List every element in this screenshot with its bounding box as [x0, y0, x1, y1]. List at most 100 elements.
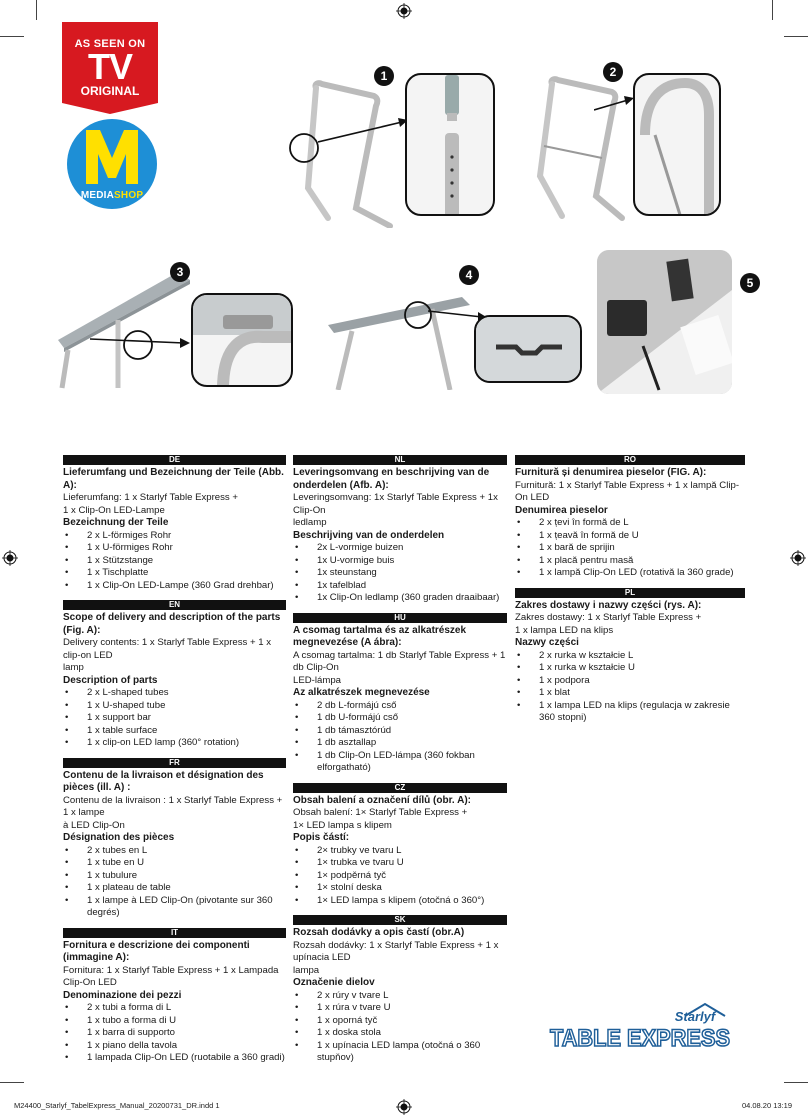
section-pl-code: PL [515, 587, 745, 598]
footer-file-name: M24400_Starlyf_TabelExpress_Manual_20200… [14, 1101, 220, 1110]
section-it-parts-title: Denominazione dei pezzi [63, 989, 182, 1001]
section-pl-delivery-1: Zakres dostawy: 1 x Starlyf Table Expres… [515, 612, 702, 623]
list-item: 1 x U-förmiges Rohr [63, 542, 286, 555]
section-it: IT Fornitura e descrizione dei component… [63, 927, 286, 1065]
list-item: 1 x plateau de table [63, 882, 286, 895]
mediashop-wordmark: MEDIASHOP [62, 190, 162, 201]
section-cz-delivery-1: Obsah balení: 1× Starlyf Table Express + [293, 807, 468, 818]
section-fr-parts-list: 2 x tubes en L 1 x tube en U 1 x tubulur… [63, 845, 286, 920]
crop-mark [0, 1082, 24, 1083]
registration-mark-bottom-icon [396, 1099, 412, 1115]
section-de-parts-list: 2 x L-förmiges Rohr 1 x U-förmiges Rohr … [63, 530, 286, 593]
figure-3-table-illustration [58, 272, 190, 389]
list-item: 2 x rurka w kształcie L [515, 650, 745, 663]
section-cz: CZ Obsah balení a označení dílů (obr. A)… [293, 782, 507, 908]
crop-mark [784, 1082, 808, 1083]
section-fr-parts-title: Désignation des pièces [63, 832, 175, 843]
list-item: 1 x tubulure [63, 870, 286, 883]
list-item: 1 x lampe à LED Clip-On (pivotante sur 3… [63, 895, 286, 920]
section-it-title: Fornitura e descrizione dei componenti (… [63, 939, 250, 964]
list-item: 1x Clip-On ledlamp (360 graden draaibaar… [293, 592, 507, 605]
section-pl-delivery-2: 1 x lampa LED na klips [515, 624, 614, 636]
figure-1-number: 1 [374, 66, 394, 86]
figure-4-number: 4 [459, 265, 479, 285]
section-cz-parts-title: Popis částí: [293, 832, 350, 843]
section-nl-delivery-1: Leveringsomvang: 1x Starlyf Table Expres… [293, 492, 498, 516]
section-fr-delivery-2: à LED Clip-On [63, 819, 125, 831]
section-ro-parts-title: Denumirea pieselor [515, 504, 608, 516]
list-item: 2 x tubes en L [63, 845, 286, 858]
list-item: 1 x upínacia LED lampa (otočná o 360 stu… [293, 1040, 507, 1065]
footer-date: 04.08.20 13:19 [741, 1101, 792, 1110]
list-item: 1 x oporná tyč [293, 1015, 507, 1028]
list-item: 1 x barra di supporto [63, 1027, 286, 1040]
figure-2-frame-illustration [536, 76, 625, 221]
list-item: 1 x U-shaped tube [63, 700, 286, 713]
registration-mark-left-icon [2, 550, 18, 566]
list-item: 1 x Tischplatte [63, 567, 286, 580]
figure-3-arrow-icon [90, 338, 190, 348]
section-nl-title: Leveringsomvang en beschrijving van de o… [293, 467, 490, 491]
section-de-title: Lieferumfang und Bezeichnung der Teile (… [63, 467, 284, 491]
column-right: RO Furnitură și denumirea pieselor (FIG.… [515, 455, 745, 733]
crop-mark [784, 36, 808, 37]
section-fr-delivery-1: Contenu de la livraison : 1 x Starlyf Ta… [63, 794, 283, 819]
figure-1-frame-illustration [289, 80, 393, 228]
list-item: 1 x table surface [63, 725, 286, 738]
registration-mark-right-icon [790, 550, 806, 566]
section-sk-code: SK [293, 915, 507, 925]
mediashop-logo-icon [67, 119, 157, 209]
list-item: 1 x piano della tavola [63, 1040, 286, 1053]
table-express-brand-logo: Starlyf TABLE EXPRESS [549, 1002, 731, 1053]
brand-starlyf: Starlyf [675, 1009, 717, 1024]
list-item: 1 db támasztórúd [293, 725, 507, 738]
section-ro-title: Furnitură și denumirea pieselor (FIG. A)… [515, 467, 707, 478]
section-de-code: DE [63, 455, 286, 465]
section-hu-parts-title: Az alkatrészek megnevezése [293, 687, 430, 698]
figure-2-number: 2 [603, 62, 623, 82]
section-sk-title: Rozsah dodávky a opis častí (obr.A) [293, 927, 465, 938]
list-item: 2 x L-förmiges Rohr [63, 530, 286, 543]
section-cz-title: Obsah balení a označení dílů (obr. A): [293, 794, 471, 806]
crop-mark [36, 0, 37, 20]
section-hu-title: A csomag tartalma és az alkatrészek megn… [293, 624, 467, 649]
list-item: 2x L-vormige buizen [293, 542, 507, 555]
section-de-parts-title: Bezeichnung der Teile [63, 517, 169, 528]
section-de-delivery-1: Lieferumfang: 1 x Starlyf Table Express … [63, 492, 238, 503]
column-left: DE Lieferumfang und Bezeichnung der Teil… [63, 455, 286, 1073]
list-item: 1 db Clip-On LED-lámpa (360 fokban elfor… [293, 750, 507, 775]
figure-4-table-illustration [328, 297, 470, 390]
section-hu-code: HU [293, 612, 507, 623]
list-item: 1 x podpora [515, 675, 745, 688]
section-en-delivery-1: Delivery contents: 1 x Starlyf Table Exp… [63, 637, 272, 661]
list-item: 1 x blat [515, 687, 745, 700]
section-fr-title: Contenu de la livraison et désignation d… [63, 769, 264, 794]
section-hu-delivery-2: LED-lámpa [293, 674, 341, 686]
list-item: 2 x tubi a forma di L [63, 1002, 286, 1015]
figure-2-detail-panel [633, 73, 721, 216]
column-middle: NL Leveringsomvang en beschrijving van d… [293, 455, 507, 1073]
crop-mark [0, 36, 24, 37]
list-item: 1 db asztallap [293, 737, 507, 750]
list-item: 1× podpěrná tyč [293, 870, 507, 883]
brand-table-express: TABLE EXPRESS [550, 1025, 730, 1052]
list-item: 1 x Clip-On LED-Lampe (360 Grad drehbar) [63, 580, 286, 593]
section-cz-delivery-2: 1× LED lampa s klipem [293, 819, 392, 831]
section-nl-parts-title: Beschrijving van de onderdelen [293, 529, 445, 541]
figure-5-lamp-photo [597, 250, 732, 394]
section-sk-delivery-1: Rozsah dodávky: 1 x Starlyf Table Expres… [293, 939, 499, 964]
list-item: 1 x rúra v tvare U [293, 1002, 507, 1015]
section-ro-delivery-1: Furnitură: 1 x Starlyf Table Express + 1… [515, 479, 740, 504]
figure-4-detail-panel [474, 315, 582, 383]
section-cz-parts-list: 2× trubky ve tvaru L 1× trubka ve tvaru … [293, 845, 507, 908]
logo-tv: TV [87, 46, 133, 87]
list-item: 1 x tube en U [63, 857, 286, 870]
list-item: 1x steunstang [293, 567, 507, 580]
figure-1-detail-panel [405, 73, 495, 216]
figure-3-detail-panel [191, 293, 293, 387]
section-it-code: IT [63, 927, 286, 938]
section-en-parts-title: Description of parts [63, 674, 158, 686]
section-sk-delivery-2: lampa [293, 964, 320, 976]
as-seen-on-tv-logo: AS SEEN ON TV ORIGINAL [62, 22, 158, 114]
list-item: 2× trubky ve tvaru L [293, 845, 507, 858]
